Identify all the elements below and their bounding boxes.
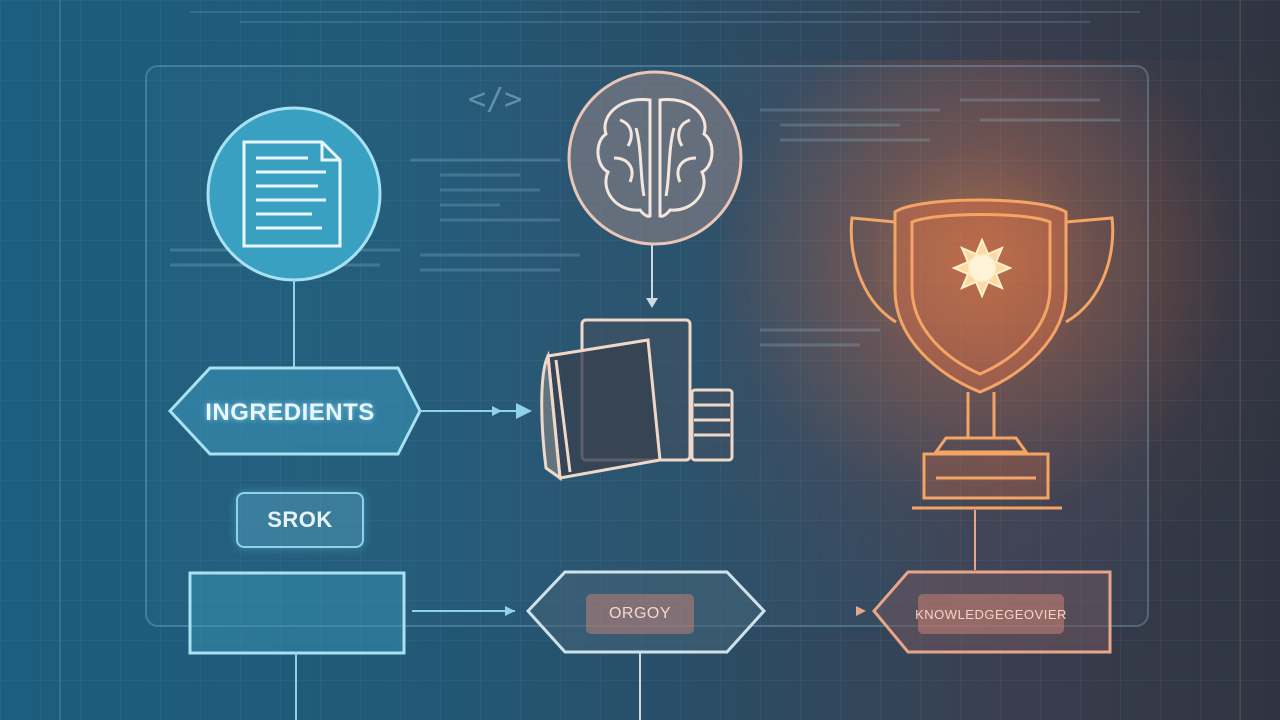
brain-icon <box>596 98 714 218</box>
code-tag-text: </> <box>468 82 523 117</box>
sun-icon <box>951 237 1013 299</box>
document-icon <box>242 140 342 248</box>
books-icon <box>540 318 734 482</box>
ingredients-node <box>167 366 422 456</box>
document-node <box>206 106 382 282</box>
empty-box-node <box>188 571 406 655</box>
knowledge-label: KNOWLEDGEGEOVIER <box>915 594 1066 634</box>
orgoy-label: ORGOY <box>586 594 694 634</box>
srok-button: SROK <box>236 492 364 548</box>
brain-node <box>567 70 743 246</box>
ingredients-label: INGREDIENTS <box>205 399 375 426</box>
blueprint-lines <box>170 98 1120 347</box>
trophy-icon <box>849 198 1115 510</box>
top-frame <box>59 0 1241 720</box>
